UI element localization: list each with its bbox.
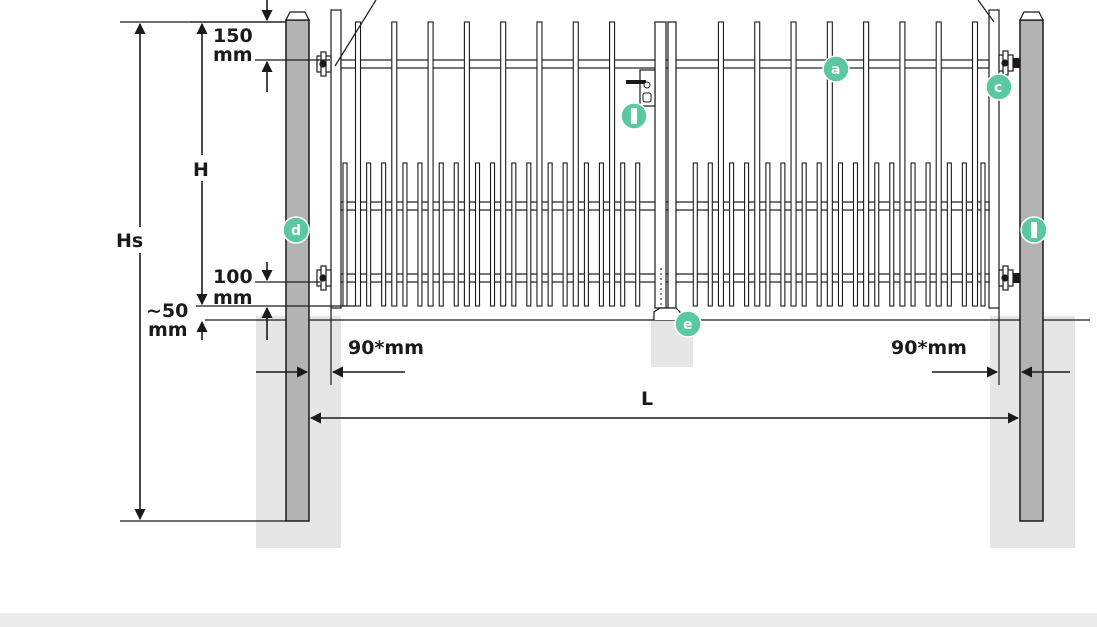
picket — [729, 162, 735, 307]
badge-post — [1020, 216, 1048, 244]
picket — [935, 21, 942, 307]
picket — [474, 162, 481, 307]
picket — [547, 162, 553, 307]
top-offset-value: 150 — [213, 25, 253, 47]
center-stile-right — [667, 21, 677, 309]
right-gap-label: 90*mm — [891, 337, 967, 359]
picket — [961, 162, 967, 307]
picket — [889, 162, 895, 307]
right-post — [1019, 19, 1044, 522]
picket — [511, 162, 517, 307]
picket — [816, 162, 822, 307]
height-label: H — [193, 159, 209, 181]
picket — [692, 162, 698, 307]
hinge-icon — [998, 50, 1014, 76]
picket — [899, 21, 906, 307]
pickets — [342, 21, 986, 307]
picket — [572, 21, 579, 307]
picket — [453, 162, 459, 307]
picket — [717, 21, 724, 307]
badge-d: d — [282, 216, 310, 244]
picket — [852, 162, 859, 307]
picket — [438, 162, 444, 307]
picket — [971, 21, 979, 307]
picket — [801, 162, 807, 307]
picket — [417, 162, 423, 307]
svg-text:e: e — [683, 317, 693, 333]
picket — [489, 162, 496, 307]
bottom-offset-value: 100 — [213, 266, 253, 288]
picket — [381, 162, 387, 307]
post-height-label: Hs — [116, 230, 143, 252]
picket — [620, 162, 626, 307]
post-bracket — [1013, 58, 1020, 68]
picket — [863, 21, 870, 307]
picket — [635, 162, 641, 307]
ground-gap-unit: mm — [148, 319, 188, 341]
post-bracket — [1013, 273, 1020, 283]
picket — [402, 162, 408, 307]
svg-text:a: a — [831, 62, 840, 78]
badge-lock — [620, 102, 648, 130]
picket — [790, 21, 797, 307]
picket — [366, 162, 372, 307]
top-offset-unit: mm — [213, 44, 253, 66]
picket — [536, 21, 543, 307]
length-label: L — [641, 388, 653, 410]
left-post — [285, 19, 310, 522]
right-post-cap — [1019, 11, 1044, 21]
picket — [598, 162, 604, 307]
picket — [946, 162, 952, 307]
picket — [562, 162, 568, 307]
hinge-icon — [316, 265, 332, 291]
svg-text:d: d — [291, 223, 301, 239]
picket — [463, 21, 470, 307]
picket — [765, 162, 771, 307]
picket — [391, 21, 398, 307]
picket — [980, 162, 986, 307]
picket — [744, 162, 750, 307]
picket — [874, 162, 880, 307]
right-gate-frame — [988, 9, 1000, 309]
left-post-cap — [285, 11, 310, 21]
badge-e: e — [674, 310, 702, 338]
ground-gap-value: ~50 — [146, 300, 188, 322]
picket — [354, 21, 362, 307]
picket — [427, 21, 434, 307]
badge-a: a — [822, 55, 850, 83]
picket — [826, 21, 833, 307]
center-stile-left — [654, 21, 667, 309]
picket — [707, 162, 713, 307]
badge-c: c — [985, 73, 1013, 101]
picket — [910, 162, 916, 307]
picket — [583, 162, 589, 307]
picket — [342, 162, 348, 307]
picket — [925, 162, 931, 307]
picket — [780, 162, 786, 307]
picket — [500, 21, 507, 307]
lock-icon — [626, 69, 656, 107]
bottom-offset-unit: mm — [213, 287, 253, 309]
left-gap-label: 90*mm — [348, 337, 424, 359]
footer-bar — [0, 613, 1097, 627]
hinge-icon — [316, 51, 332, 77]
picket — [609, 21, 616, 307]
leader-line — [334, 0, 377, 67]
picket — [837, 162, 844, 307]
picket — [754, 21, 761, 307]
svg-text:c: c — [994, 80, 1002, 96]
leader-line — [977, 0, 995, 23]
picket — [526, 162, 532, 307]
left-gate-frame — [330, 9, 342, 309]
hinge-icon — [998, 265, 1014, 291]
